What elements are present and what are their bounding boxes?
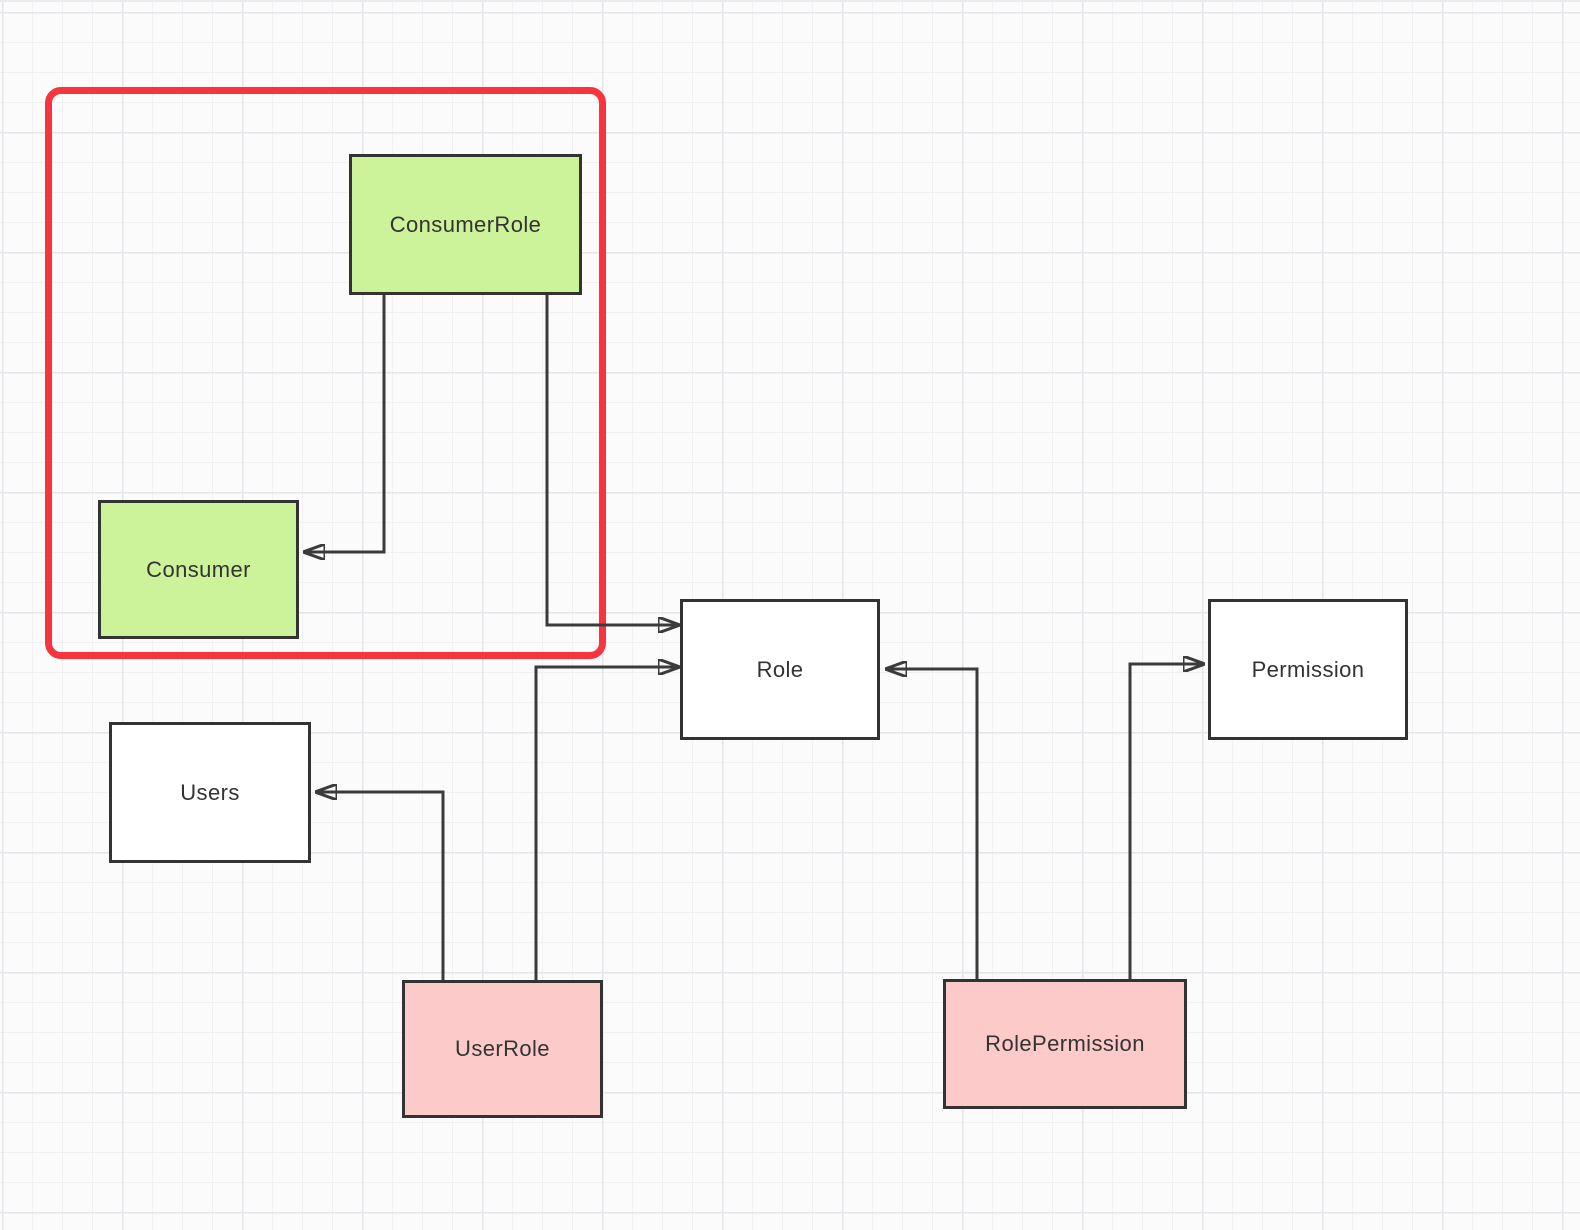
node-consumer-label: Consumer [146, 556, 251, 582]
edge-rolepermission-to-role[interactable] [886, 669, 979, 979]
highlight-rectangle-consumer-group[interactable] [45, 87, 606, 659]
node-consumer[interactable]: Consumer [98, 500, 299, 639]
node-user-role[interactable]: UserRole [402, 980, 603, 1118]
node-users[interactable]: Users [109, 722, 311, 863]
node-permission-label: Permission [1251, 656, 1365, 682]
node-role-label: Role [756, 656, 804, 682]
edge-consumerrole-to-role[interactable] [545, 295, 679, 625]
node-user-role-label: UserRole [455, 1036, 550, 1061]
edge-rolepermission-to-permission[interactable] [1128, 664, 1204, 979]
edge-userrole-to-users[interactable] [316, 792, 445, 980]
node-permission[interactable]: Permission [1208, 599, 1408, 740]
node-role-permission-label: RolePermission [985, 1031, 1145, 1056]
node-consumer-role[interactable]: ConsumerRole [349, 154, 582, 295]
node-role-permission[interactable]: RolePermission [943, 979, 1187, 1109]
edge-userrole-to-role[interactable] [534, 667, 679, 980]
node-role[interactable]: Role [680, 599, 880, 740]
node-consumer-role-label: ConsumerRole [389, 211, 542, 237]
edge-consumerrole-to-consumer[interactable] [304, 295, 386, 552]
canvas-top-edge [0, 0, 1580, 2]
node-users-label: Users [180, 779, 240, 805]
